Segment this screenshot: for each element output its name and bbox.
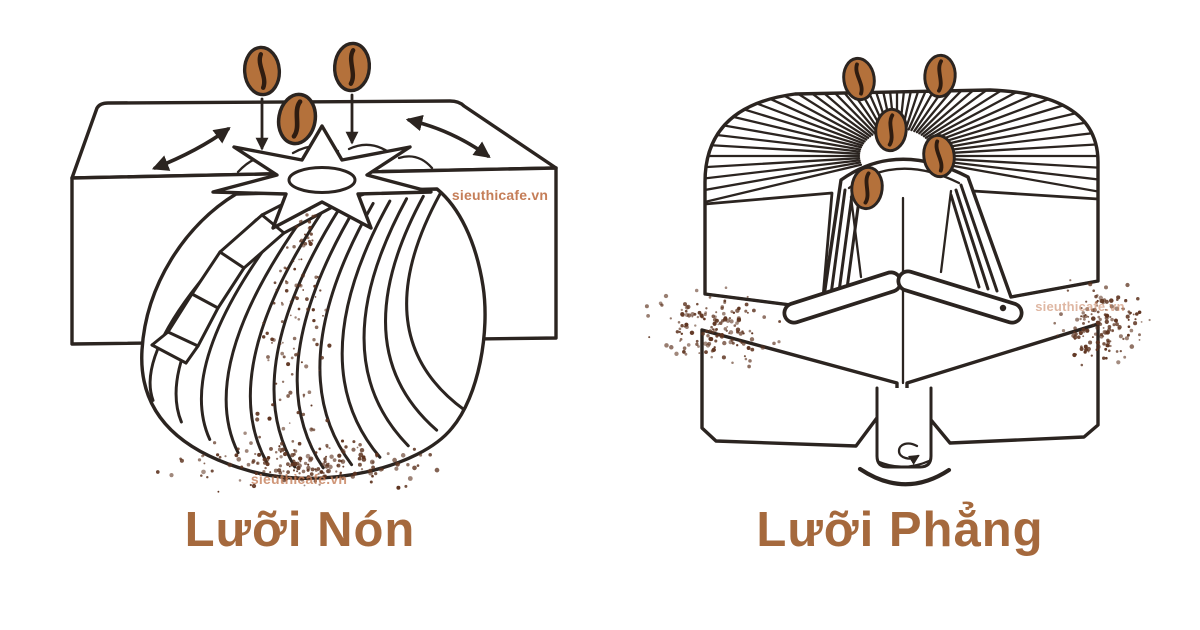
coffee-bean-icon <box>850 165 884 211</box>
flat-burr-illustration: sieuthicafe.vn <box>644 53 1151 487</box>
oscillation-arrow-icon <box>151 127 231 171</box>
feed-funnel <box>828 167 999 304</box>
conical-burr-label: Lưỡi Nón <box>184 503 416 557</box>
coffee-grounds-spray-left <box>644 286 782 369</box>
burr-edge-bars <box>782 269 1024 325</box>
shaft-bottom-rim <box>877 459 931 468</box>
disc-rim-right <box>971 189 1100 299</box>
coffee-bean-icon <box>874 107 908 153</box>
coffee-grounds-stream <box>243 208 332 454</box>
coffee-bean-icon <box>242 45 282 97</box>
lower-wedge-right <box>905 322 1100 445</box>
funnel-walls <box>849 189 953 279</box>
shaft-body <box>875 386 933 469</box>
coffee-beans <box>242 41 372 146</box>
conical-burr-illustration: sieuthicafe.vn sieuthicafe.vn <box>70 41 558 493</box>
watermark-text: sieuthicafe.vn <box>251 471 347 487</box>
coffee-grounds-spray-right <box>1053 279 1151 367</box>
feed-arrows <box>255 93 359 151</box>
conical-burr <box>140 124 487 481</box>
oscillation-arrow-icon <box>405 114 491 158</box>
coffee-bean-icon <box>332 41 372 93</box>
watermark-text: sieuthicafe.vn <box>1035 299 1125 314</box>
rotation-arrow-icon <box>897 442 920 465</box>
coffee-grounds-pile <box>155 439 440 493</box>
drive-shaft <box>857 386 952 487</box>
lower-wedge-left <box>700 328 899 448</box>
coffee-bean-icon <box>922 133 956 179</box>
funnel-hatch <box>828 183 999 304</box>
lower-burr-disc <box>700 322 1100 448</box>
rotation-arc-icon <box>857 466 952 487</box>
coffee-bean-icon <box>923 53 957 99</box>
coffee-bean-icon <box>842 56 876 102</box>
center-axis-hole <box>287 166 357 194</box>
flat-burr-label: Lưỡi Phẳng <box>756 503 1044 557</box>
coffee-beans <box>842 53 957 211</box>
watermark-text: sieuthicafe.vn <box>452 187 548 203</box>
coffee-bean-icon <box>276 92 318 146</box>
bar-pivot-dot <box>999 304 1007 312</box>
